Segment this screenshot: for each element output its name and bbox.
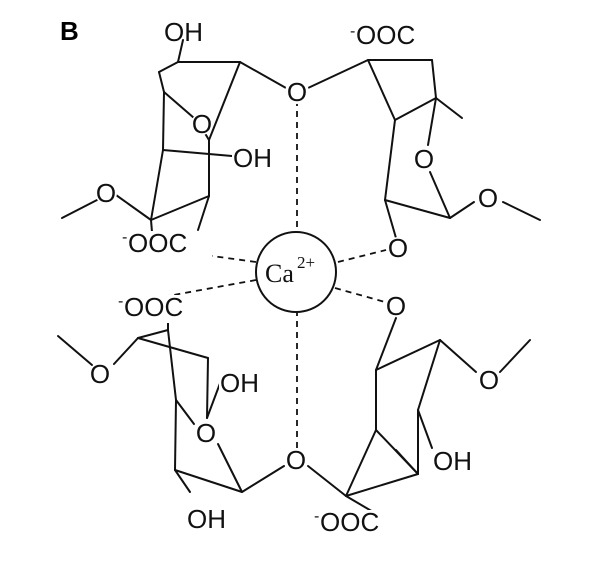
ring-oxygen-lower-right: O [385, 291, 407, 321]
svg-text:OOC: OOC [128, 228, 187, 258]
panel-label: B [60, 16, 79, 46]
svg-text:O: O [90, 359, 110, 389]
calcium-charge: 2+ [297, 253, 315, 272]
svg-text:-: - [122, 229, 127, 246]
svg-text:O: O [386, 291, 406, 321]
methoxy-oxygen-upper-right: O [477, 183, 499, 213]
carboxylate-lower-right: - OOC [314, 507, 404, 538]
methoxy-oxygen-lower-right: O [478, 365, 500, 395]
hydroxyl-lower-left-bottom: OH [187, 504, 226, 534]
calcium-symbol: Ca [265, 259, 294, 288]
svg-text:-: - [314, 508, 319, 525]
svg-text:O: O [192, 109, 212, 139]
ring-oxygen-lower-left: O [195, 418, 217, 448]
svg-text:O: O [287, 77, 307, 107]
svg-text:O: O [196, 418, 216, 448]
svg-text:OOC: OOC [320, 507, 379, 537]
hydroxyl-upper-left-top: OH [164, 17, 203, 47]
svg-text:O: O [414, 144, 434, 174]
upper-right-residue [307, 59, 541, 239]
svg-text:-: - [350, 23, 355, 40]
hydroxyl-lower-right: OH [433, 446, 472, 476]
carboxylate-upper-left: - OOC [122, 228, 212, 259]
svg-text:-: - [118, 293, 123, 310]
coordination-bond-upper-right [337, 249, 387, 263]
methoxy-oxygen-upper-left: O [95, 178, 117, 208]
svg-text:OH: OH [233, 143, 272, 173]
svg-text:OH: OH [220, 368, 259, 398]
methoxy-oxygen-lower-left: O [89, 359, 111, 389]
carboxylate-upper-right: - OOC [350, 20, 415, 50]
svg-text:O: O [479, 365, 499, 395]
carboxylate-lower-left: - OOC [118, 292, 208, 323]
bridge-oxygen-top: O [285, 77, 309, 107]
lower-right-residue [307, 317, 531, 517]
svg-text:O: O [96, 178, 116, 208]
svg-text:O: O [286, 445, 306, 475]
ring-oxygen-upper-left: O [191, 109, 213, 139]
coordinating-oxygen-right: O [387, 233, 409, 263]
svg-text:O: O [388, 233, 408, 263]
calcium-ion: Ca 2+ [255, 231, 337, 313]
coordination-bond-lower-right [334, 287, 386, 303]
ring-oxygen-upper-right: O [413, 144, 435, 174]
svg-text:OOC: OOC [356, 20, 415, 50]
coordination-bond-lower-left [167, 279, 257, 297]
hydroxyl-upper-left-ring: OH [232, 143, 274, 173]
bridge-oxygen-bottom: O [284, 445, 308, 475]
hydroxyl-lower-left-ring: OH [219, 368, 261, 398]
svg-text:OOC: OOC [124, 292, 183, 322]
lower-left-residue [57, 317, 285, 493]
svg-text:O: O [478, 183, 498, 213]
